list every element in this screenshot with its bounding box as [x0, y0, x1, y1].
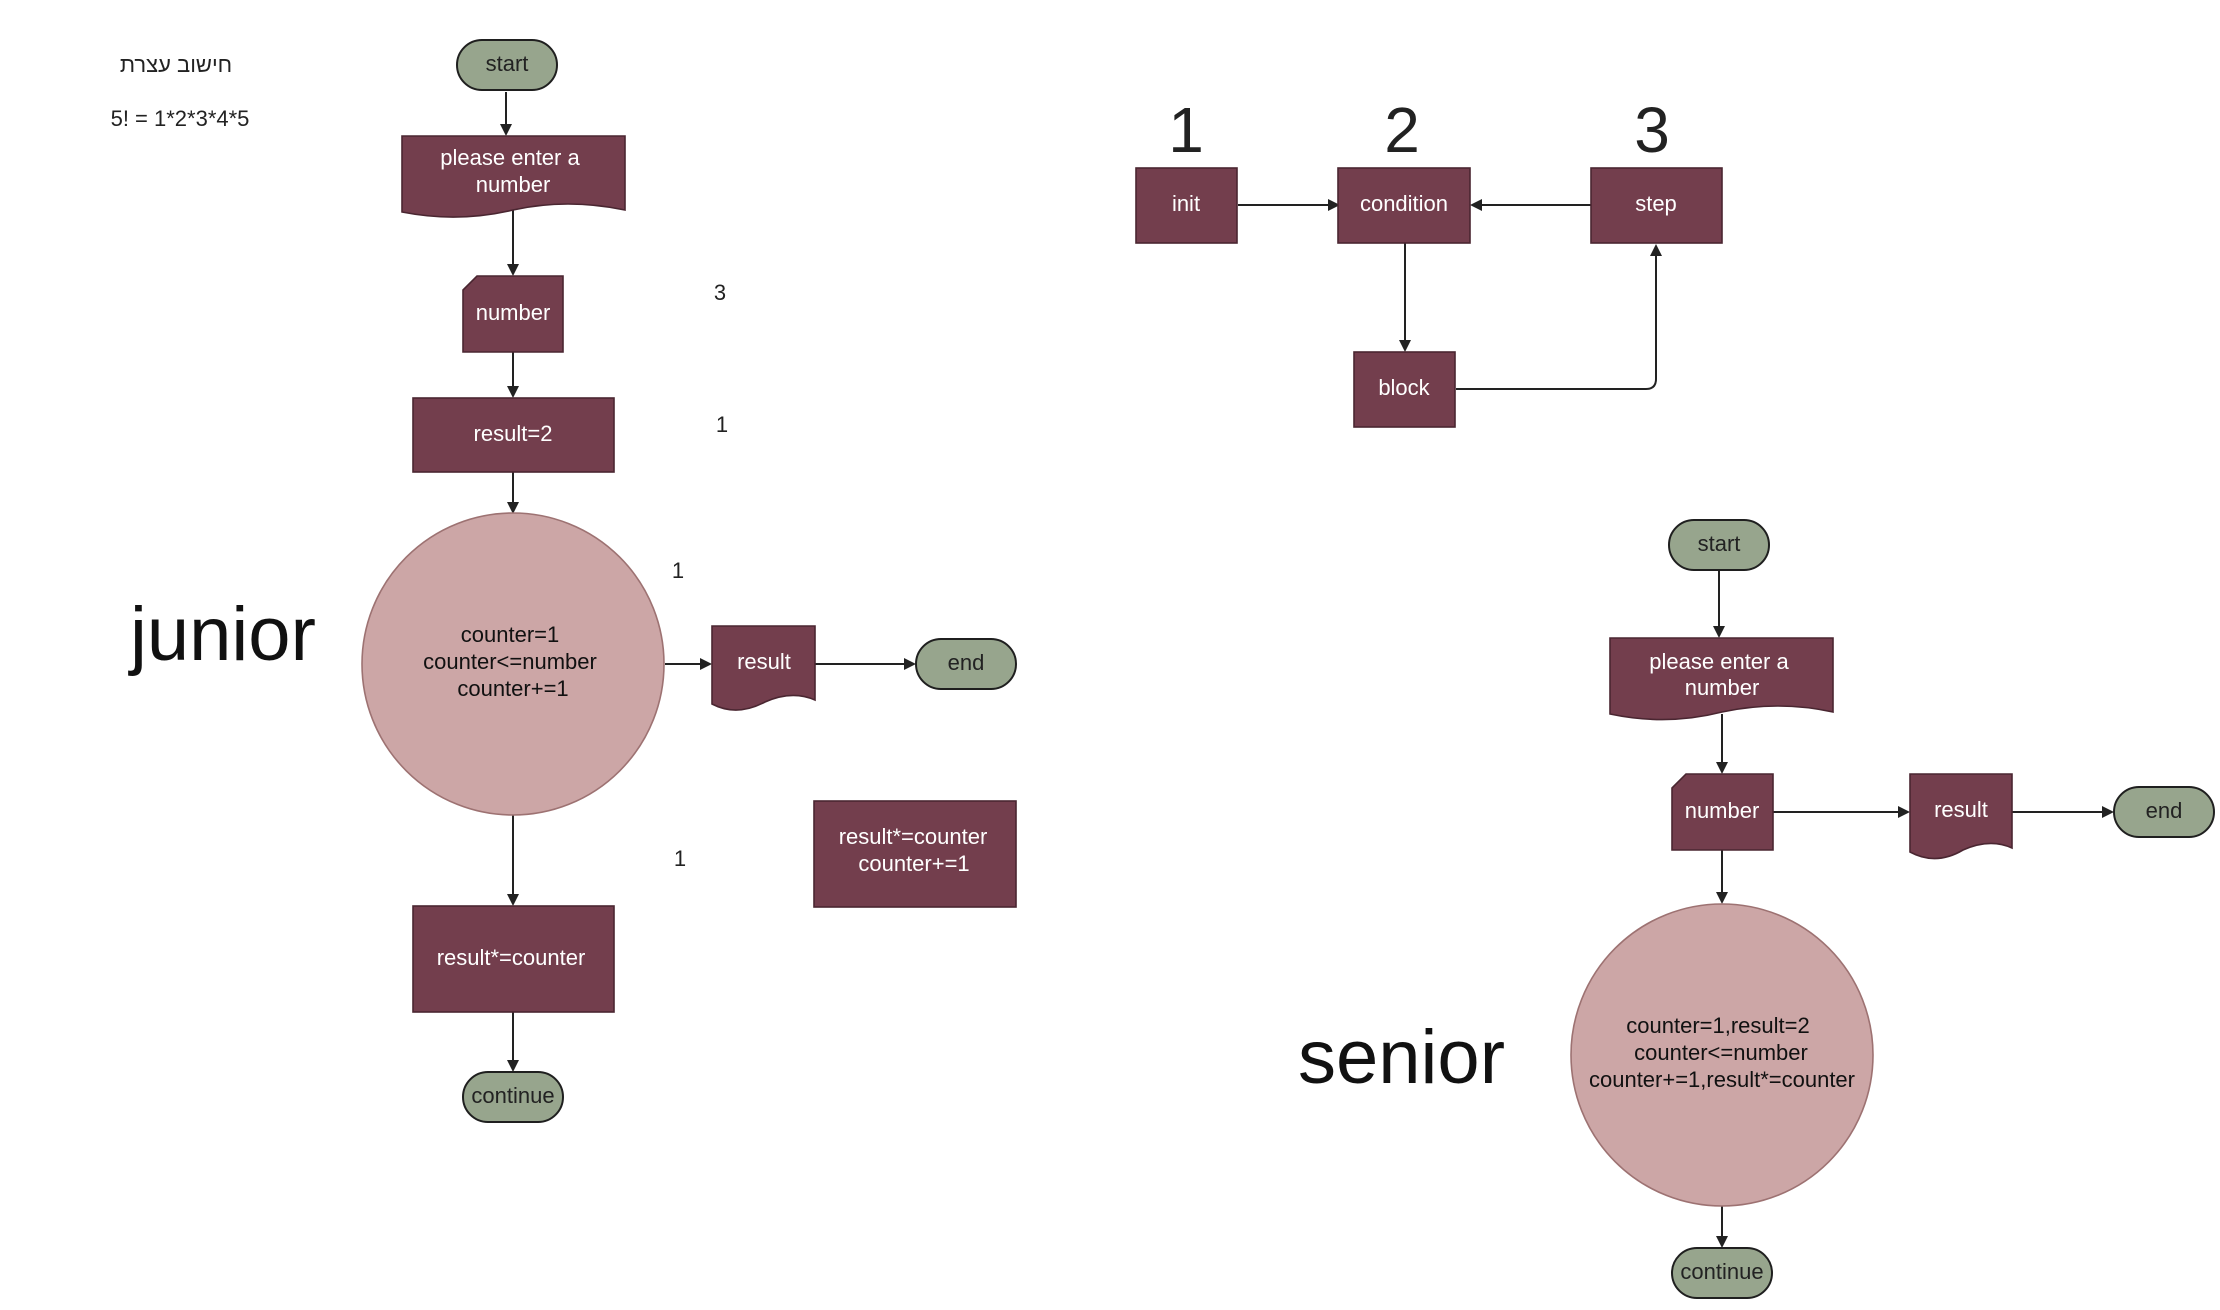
- loop-init-box[interactable]: init: [1135, 167, 1238, 244]
- loop-step-number-3: 3: [1634, 94, 1670, 166]
- senior-end-terminal[interactable]: end: [2113, 786, 2215, 838]
- senior-start-terminal[interactable]: start: [1668, 519, 1770, 571]
- junior-extra-block[interactable]: result*=counter counter+=1: [813, 800, 1017, 908]
- senior-number-input[interactable]: number: [1671, 773, 1774, 851]
- junior-label: junior: [128, 592, 316, 677]
- edge-block-to-step: [1456, 244, 1662, 390]
- junior-continue-terminal[interactable]: continue: [462, 1071, 564, 1123]
- junior-output-result[interactable]: result: [711, 625, 816, 711]
- marker-body: 1: [674, 846, 686, 871]
- loop-block-box[interactable]: block: [1353, 351, 1456, 428]
- hebrew-title-note: חישוב עצרת: [120, 52, 232, 77]
- loop-step-number-1: 1: [1168, 94, 1204, 166]
- senior-continue-terminal[interactable]: continue: [1671, 1247, 1773, 1299]
- factorial-example-note: 5! = 1*2*3*4*5: [111, 106, 250, 131]
- junior-end-terminal[interactable]: end: [915, 638, 1017, 690]
- loop-step-box[interactable]: step: [1590, 167, 1723, 244]
- loop-step-number-2: 2: [1384, 94, 1420, 166]
- marker-number: 3: [714, 280, 726, 305]
- marker-result: 1: [716, 412, 728, 437]
- junior-result-init-box[interactable]: result=2: [412, 397, 615, 473]
- senior-label: senior: [1298, 1015, 1505, 1100]
- loop-condition-box[interactable]: condition: [1337, 167, 1471, 244]
- senior-loop-circle[interactable]: counter=1,result=2 counter<=number count…: [1570, 903, 1874, 1207]
- senior-output-result[interactable]: result: [1909, 773, 2013, 860]
- marker-loop: 1: [672, 558, 684, 583]
- junior-start-terminal[interactable]: start: [456, 39, 558, 91]
- junior-number-input[interactable]: number: [462, 275, 564, 353]
- junior-body-box[interactable]: result*=counter: [412, 905, 615, 1013]
- junior-input-prompt[interactable]: please enter a number: [401, 135, 626, 218]
- junior-loop-circle[interactable]: counter=1 counter<=number counter+=1: [361, 512, 665, 816]
- senior-input-prompt[interactable]: please enter a number: [1609, 637, 1834, 721]
